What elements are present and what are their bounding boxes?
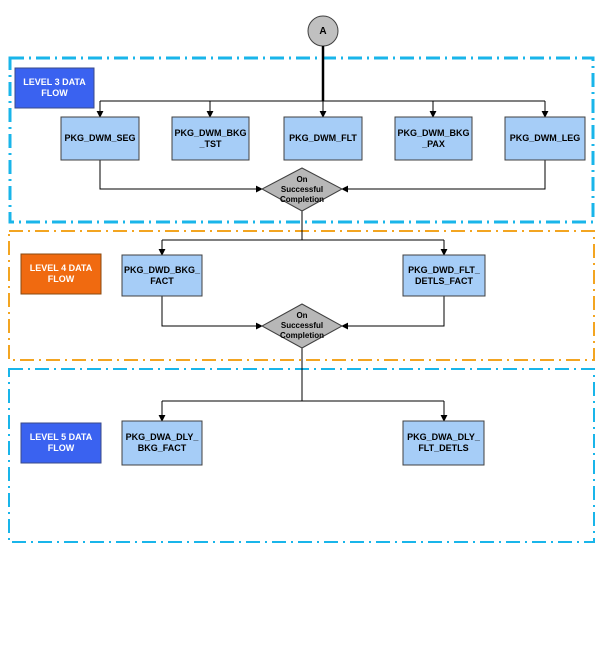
pkg-dwa-dly-flt-detls-box [402,420,485,466]
pkg-bkg-tst-box [171,116,250,161]
pkg-dwd-bkg-fact: PKG_DWD_BKG_ FACT [123,264,200,286]
level-4-box [20,253,102,295]
pkg-dwm-leg: PKG_DWM_LEG [509,133,581,143]
pkg-dwa-dly-bkg-fact-box [121,420,203,466]
level-5-box [20,422,102,464]
pkg-dwa-dly-bkg-fact: PKG_DWA_DLY_ BKG_FACT [125,432,199,453]
level-3-box [14,67,95,109]
level-4-label: LEVEL 4 DATA FLOW [29,263,93,284]
decision-1-shape [260,167,344,212]
decision-2-label: On Successful Completion [280,311,324,340]
pkg-dwm-flt: PKG_DWM_FLT [289,133,357,143]
pkg-dwd-flt-detls-fact-box [402,254,486,297]
pkg-dwd-bkg-fact-box [121,254,203,297]
arrow-leg-to-decision-1 [341,160,546,193]
pkg-dwm-bkg-tst: PKG_DWM_BKG _TST [174,127,247,149]
pkg-seg-box [60,116,140,161]
arrow-dwd-flt-to-decision-2 [341,296,445,330]
arrow-dwd-bkg-to-decision-2 [161,296,263,330]
pkg-dwa-dly-flt-detls: PKG_DWA_DLY_ FLT_DETLS [407,432,480,453]
level-3-label: LEVEL 3 DATA FLOW [23,77,86,98]
decision-1-label: On Successful Completion [280,174,324,204]
connector-a-label: A [319,25,327,37]
pkg-flt-box [283,116,363,161]
pkg-dwm-seg: PKG_DWM_SEG [64,133,136,143]
level-3-region [8,56,595,224]
level-5-label: LEVEL 5 DATA FLOW [29,432,93,453]
pkg-leg-box [504,116,586,161]
pkg-bkg-pax-box [394,116,473,161]
pkg-dwd-flt-detls-fact: PKG_DWD_FLT_ DETLS_FACT [408,264,480,286]
arrow-seg-to-decision-1 [99,160,263,193]
pkg-dwm-bkg-pax: PKG_DWM_BKG _PAX [397,127,470,149]
decision-2-shape [260,303,344,349]
